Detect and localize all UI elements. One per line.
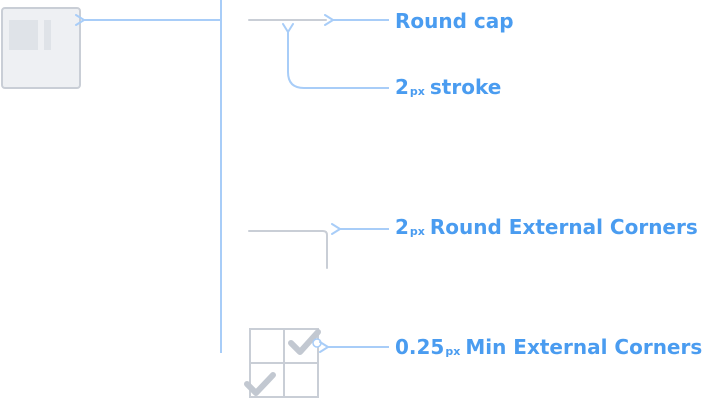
round-corners-unit: px — [409, 225, 425, 238]
label-round-corners: 2px Round External Corners — [395, 215, 698, 244]
min-corners-value: 0.25 — [395, 335, 445, 359]
min-corners-text: Min External Corners — [465, 335, 703, 359]
min-corners-unit: px — [445, 345, 461, 358]
stroke-unit: px — [409, 85, 425, 98]
grid-checkmark-icon — [244, 328, 322, 398]
stroke-value: 2 — [395, 75, 409, 99]
arrow-stroke — [282, 23, 389, 89]
round-corners-value: 2 — [395, 215, 409, 239]
label-round-cap: Round cap — [395, 9, 514, 33]
round-corner-sample — [248, 230, 328, 269]
round-cap-text: Round cap — [395, 9, 514, 33]
label-min-corners: 0.25px Min External Corners — [395, 335, 702, 364]
label-stroke: 2px stroke — [395, 75, 501, 104]
window-tile-icon — [1, 7, 81, 89]
stroke-text: stroke — [429, 75, 502, 99]
round-corners-text: Round External Corners — [429, 215, 698, 239]
